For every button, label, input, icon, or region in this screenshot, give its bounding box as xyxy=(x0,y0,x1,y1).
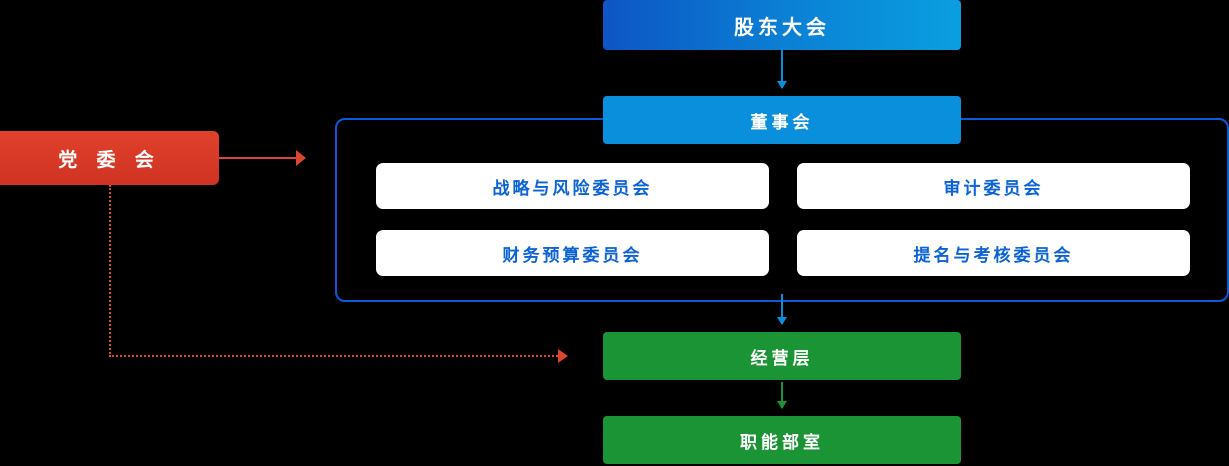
committee-card-strategy-risk[interactable]: 战略与风险委员会 xyxy=(376,163,769,209)
connector-party-to-board xyxy=(219,157,299,159)
committee-card-audit[interactable]: 审计委员会 xyxy=(797,163,1190,209)
arrow-head-icon xyxy=(777,81,787,89)
arrow-board-to-management xyxy=(777,294,787,325)
arrow-line xyxy=(781,382,783,408)
arrow-shareholders-to-board xyxy=(777,50,787,89)
node-shareholders-meeting[interactable]: 股东大会 xyxy=(603,0,961,50)
committee-card-nomination-assessment[interactable]: 提名与考核委员会 xyxy=(797,230,1190,276)
node-party-committee[interactable]: 党 委 会 xyxy=(0,131,219,185)
arrow-line xyxy=(781,294,783,324)
arrow-head-icon xyxy=(777,401,787,409)
committee-card-financial-budget[interactable]: 财务预算委员会 xyxy=(376,230,769,276)
node-management-layer[interactable]: 经营层 xyxy=(603,332,961,380)
connector-party-to-management-vertical xyxy=(109,185,111,357)
arrow-head-icon-party-to-management xyxy=(558,349,568,363)
arrow-management-to-functional xyxy=(777,382,787,409)
arrow-head-icon-party-to-board xyxy=(296,150,306,166)
node-board-of-directors[interactable]: 董事会 xyxy=(603,96,961,144)
connector-party-to-management-horizontal xyxy=(109,355,561,357)
node-functional-departments[interactable]: 职能部室 xyxy=(603,416,961,464)
arrow-head-icon xyxy=(777,317,787,325)
arrow-line xyxy=(781,50,783,88)
